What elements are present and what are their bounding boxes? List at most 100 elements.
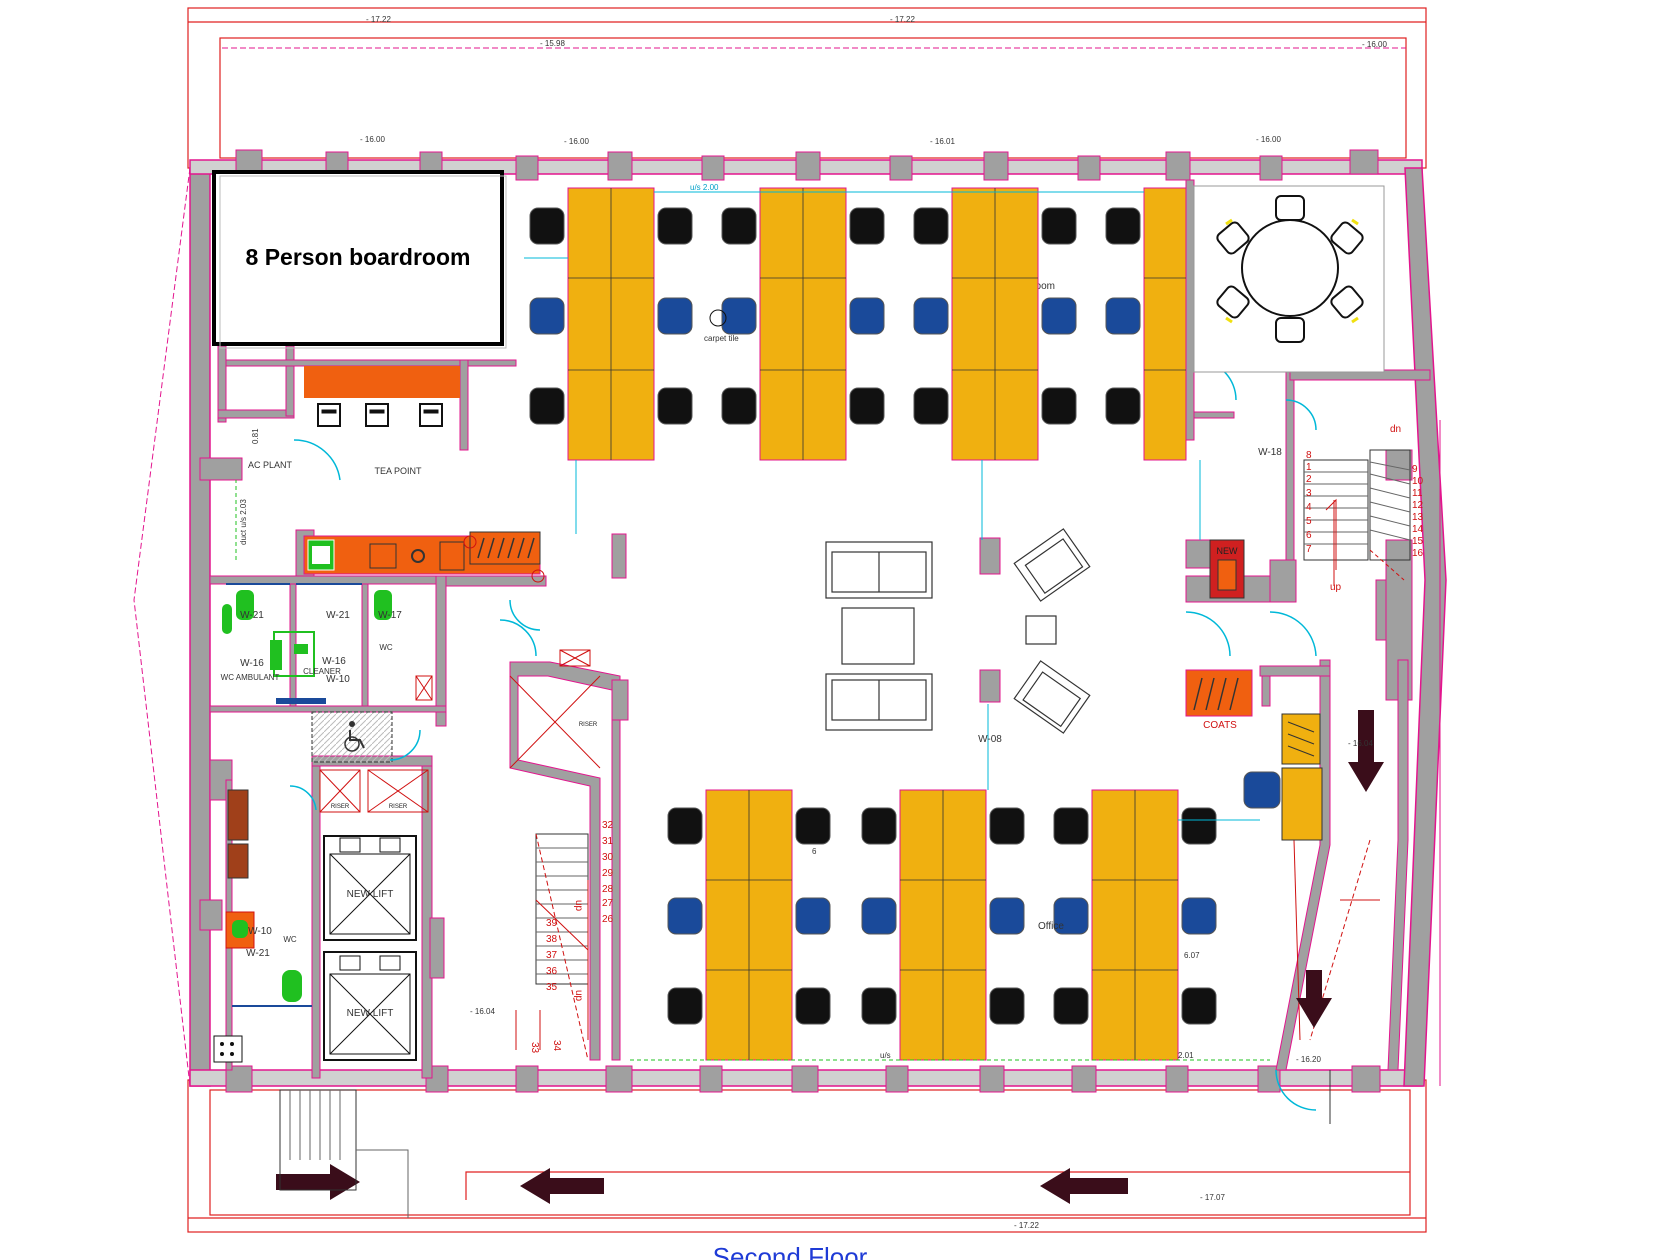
wc-block: W-21 W-21 W-17 W-16 WC AMBULANT W-16 CLE… <box>213 583 445 1063</box>
riser-label-a: RISER <box>331 804 350 810</box>
stair-dn-mark: dn <box>1390 424 1401 435</box>
stair-num: 14 <box>1412 524 1424 535</box>
dim-stair-right-lower: - 16.20 <box>1296 1055 1321 1064</box>
dim-stair-right-upper: - 16.04 <box>1348 739 1373 748</box>
coats-label: COATS <box>1203 720 1237 731</box>
stair-num: 2 <box>1306 474 1312 485</box>
dim-stair-left: - 16.04 <box>470 1007 495 1016</box>
stair-num: 15 <box>1412 536 1424 547</box>
stair-up-mark: up <box>573 990 584 1002</box>
stair-num: 34 <box>551 1040 562 1052</box>
stair-up-mark: up <box>1330 582 1342 593</box>
arrow-left-icon <box>520 1168 604 1204</box>
dim-us-bottom: u/s <box>880 1051 891 1060</box>
lift-2: NEW LIFT <box>323 951 417 1061</box>
stair-num: 3 <box>1306 488 1312 499</box>
stair-num: 7 <box>1306 544 1312 555</box>
direction-arrows <box>276 710 1384 1204</box>
us-top-label: u/s 2.00 <box>690 183 719 192</box>
ac-plant-label: AC PLANT <box>248 460 293 470</box>
new-lift-label-2: NEW LIFT <box>347 1008 394 1019</box>
stair-num: 35 <box>546 982 558 993</box>
stair-num: 5 <box>1306 516 1312 527</box>
central-stair: RISER <box>509 649 601 1061</box>
stair-num: 28 <box>602 884 614 895</box>
arrow-left-icon <box>1040 1168 1128 1204</box>
wc-label-a: WC <box>379 643 393 652</box>
stair-numbers-right: 8 1 2 3 4 5 6 7 9 10 11 12 13 14 15 16 d… <box>1306 424 1424 593</box>
wc-ambulant-label: WC AMBULANT <box>221 673 280 682</box>
floor-title: Second Floor <box>713 1242 868 1260</box>
dim-top-inner-right: - 16.00 <box>1362 40 1387 49</box>
desk-num-6: 6 <box>812 847 817 856</box>
stair-up-mark: up <box>573 900 584 912</box>
boardroom-label: 8 Person boardroom <box>246 244 471 270</box>
boardroom[interactable]: 8 Person boardroom <box>212 170 507 349</box>
stair-num: 1 <box>1306 462 1312 473</box>
stair-num: 9 <box>1412 464 1418 475</box>
tea-stools <box>317 403 443 427</box>
stair-num: 32 <box>602 820 614 831</box>
dim-facade-4: - 16.00 <box>1256 135 1281 144</box>
stair-num: 29 <box>602 868 614 879</box>
office-label: Office <box>1038 921 1064 932</box>
desks-top <box>529 187 1187 461</box>
stair-num: 4 <box>1306 502 1312 513</box>
riser-label-c: RISER <box>579 722 598 728</box>
stair-num: 31 <box>602 836 614 847</box>
dim-facade-2: - 16.00 <box>564 137 589 146</box>
meeting-room: g Room W-18 carpet tile <box>704 185 1385 458</box>
w17-label: W-17 <box>378 610 402 621</box>
stair-num: 10 <box>1412 476 1424 487</box>
dim-bottom-outer: - 17.22 <box>1014 1221 1039 1230</box>
arrow-down-icon <box>1296 970 1332 1028</box>
w18-label: W-18 <box>1258 447 1282 458</box>
duct-label: duct u/s 2.03 <box>239 499 248 545</box>
stair-num: 26 <box>602 914 614 925</box>
stair-num: 13 <box>1412 512 1424 523</box>
dim-top-inner-left: - 15.98 <box>540 39 565 48</box>
office-level-label: 6.07 <box>1184 951 1200 960</box>
stair-num: 30 <box>602 852 614 863</box>
dimension-labels: - 17.22 - 17.22 - 15.98 - 16.00 - 16.00 … <box>360 15 1387 1230</box>
dim-bottom-right: - 17.07 <box>1200 1193 1225 1202</box>
dim-top-outer-right: - 17.22 <box>890 15 915 24</box>
stair-num: 6 <box>1306 530 1312 541</box>
meeting-chairs <box>1216 195 1364 343</box>
wc-label-b: WC <box>283 935 297 944</box>
w21-label-a: W-21 <box>240 610 264 621</box>
w08-label: W-08 <box>978 734 1002 745</box>
wheelchair-icon <box>344 721 365 752</box>
dim-facade-3: - 16.01 <box>930 137 955 146</box>
coats-area: COATS NEW <box>1185 539 1323 841</box>
w10-label-a: W-10 <box>326 674 350 685</box>
w10-label-b: W-10 <box>248 926 272 937</box>
chairs-bottom <box>667 807 1217 1025</box>
stair-num: 11 <box>1412 488 1423 499</box>
exit-stair <box>279 1070 1331 1218</box>
stair-num: 12 <box>1412 500 1424 511</box>
w16-label: W-16 <box>240 658 264 669</box>
cleaner-label: CLEANER <box>303 667 341 676</box>
stair-num: 37 <box>546 950 558 961</box>
ac-level-label: 0.81 <box>251 428 260 444</box>
w21-label-c: W-21 <box>246 948 270 959</box>
carpet-label: carpet tile <box>704 334 739 343</box>
tea-point-label: TEA POINT <box>374 466 422 476</box>
chairs-top <box>529 207 1141 425</box>
riser-label-b: RISER <box>389 804 408 810</box>
tea-point: TEA POINT AC PLANT 0.81 duct u/s 2.03 <box>235 366 545 583</box>
stair-num: 36 <box>546 966 558 977</box>
dim-facade-1: - 16.00 <box>360 135 385 144</box>
stair-num: 8 <box>1306 450 1312 461</box>
stair-numbers-left: 32 31 30 29 28 27 26 39 38 37 36 35 33 3… <box>529 820 614 1054</box>
stair-num: 38 <box>546 934 558 945</box>
w21-label-b: W-21 <box>326 610 350 621</box>
stair-num: 27 <box>602 898 614 909</box>
cyan-labels: u/s 2.00 <box>690 183 719 192</box>
lift-1: NEW LIFT <box>323 835 417 941</box>
arrow-right-icon <box>276 1164 360 1200</box>
stair-num: 16 <box>1412 548 1424 559</box>
arrow-down-icon <box>1348 710 1384 792</box>
dim-us-bottom-right: 2.01 <box>1178 1051 1194 1060</box>
